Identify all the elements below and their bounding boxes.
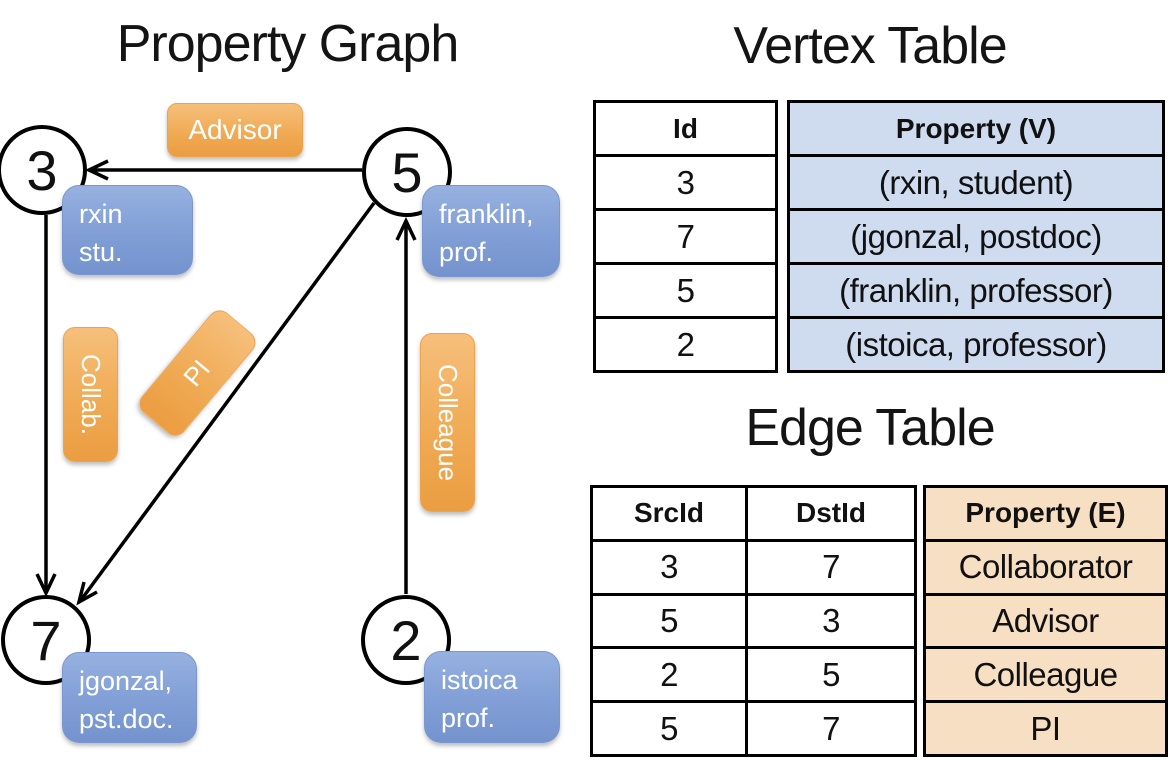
- node-7-id: 7: [30, 608, 62, 672]
- vertex-table-row-property: (franklin, professor): [790, 262, 1162, 316]
- node-3-id: 3: [26, 138, 58, 202]
- edge-table-cell-property: PI: [926, 700, 1165, 754]
- graph-node-2: 2: [361, 595, 451, 685]
- vertex-table-row-id: 7: [596, 208, 775, 262]
- vertex-table-header-id: Id: [673, 112, 698, 144]
- edge-table-title: Edge Table: [745, 399, 995, 457]
- edge-label-collab: Collab.: [63, 327, 118, 462]
- edge-table-header-srcid: SrcId: [593, 488, 748, 539]
- vertex-table-row-id: 5: [596, 262, 775, 316]
- vertex-label-istoica: istoica prof.: [424, 651, 560, 743]
- edge-label-pi-text: PI: [177, 353, 217, 392]
- edge-table-cell-dstid: 7: [822, 548, 840, 586]
- edge-table-cell-property: Collaborator: [926, 538, 1165, 593]
- vertex-label-rxin: rxin stu.: [62, 185, 193, 275]
- vertex-table-id-column: Id 3 7 5 2: [593, 100, 778, 373]
- property-graph-title: Property Graph: [116, 15, 460, 73]
- edge-5-7-line: [79, 201, 376, 602]
- vertex-table-title: Vertex Table: [733, 17, 1007, 75]
- vertex-table-property-column: Property (V) (rxin, student) (jgonzal, p…: [787, 100, 1165, 373]
- edge-table-cell-srcid: 3: [593, 541, 748, 593]
- node-5-id: 5: [391, 140, 423, 204]
- vertex-table-row-property: (jgonzal, postdoc): [790, 208, 1162, 262]
- graph-edges-layer: [35, 159, 417, 606]
- edge-table-header-property: Property (E): [965, 497, 1126, 529]
- edge-table-cell-dstid: 3: [822, 601, 840, 639]
- vertex-table-row-id: 2: [596, 316, 775, 370]
- vertex-label-rxin-line2: stu.: [79, 237, 123, 267]
- edge-5-7-arrowhead-icon: [76, 581, 98, 606]
- vertex-label-franklin-line2: prof.: [439, 237, 494, 267]
- edge-table-src-dst-columns: SrcId DstId 3 7 5 3 2 5 5 7: [590, 485, 917, 757]
- edge-label-advisor: Advisor: [167, 103, 303, 157]
- edge-label-colleague: Colleague: [420, 333, 475, 512]
- edge-table-row: 3 7: [593, 538, 914, 593]
- vertex-label-jgonzal-line2: pst.doc.: [79, 704, 174, 734]
- edge-3-7-arrowhead-icon: [35, 573, 57, 598]
- vertex-table-header-property: Property (V): [895, 112, 1057, 144]
- edge-table-row: 5 3: [593, 592, 914, 647]
- edge-table-cell-srcid: 5: [593, 595, 748, 647]
- edge-table-cell-srcid: 5: [593, 703, 748, 754]
- edge-table-cell-property: Advisor: [926, 592, 1165, 647]
- edge-table-row: 2 5: [593, 646, 914, 701]
- edge-table-cell-srcid: 2: [593, 649, 748, 701]
- edge-label-advisor-text: Advisor: [188, 114, 282, 145]
- vertex-label-rxin-line1: rxin: [79, 199, 123, 229]
- edge-2-5-arrowhead-icon: [395, 216, 417, 241]
- edge-table-cell-dstid: 5: [822, 655, 840, 693]
- vertex-table-row-property: (istoica, professor): [790, 316, 1162, 370]
- vertex-label-franklin: franklin, prof.: [422, 185, 560, 277]
- edge-table-row: 5 7: [593, 700, 914, 754]
- edge-table-header-row: SrcId DstId: [593, 488, 914, 539]
- vertex-table-row-property: (rxin, student): [790, 154, 1162, 208]
- vertex-label-franklin-line1: franklin,: [439, 199, 534, 229]
- vertex-table-row-id: 3: [596, 154, 775, 208]
- edge-table-property-column: Property (E) Collaborator Advisor Collea…: [923, 485, 1168, 757]
- vertex-label-istoica-line2: prof.: [441, 703, 496, 733]
- edge-label-collab-text: Collab.: [76, 354, 106, 435]
- edge-label-colleague-text: Colleague: [433, 363, 463, 482]
- edge-table-cell-property: Colleague: [926, 646, 1165, 700]
- edge-table-header-dstid: DstId: [796, 497, 866, 529]
- vertex-label-jgonzal-line1: jgonzal,: [79, 666, 173, 696]
- edge-table-cell-dstid: 7: [822, 709, 840, 747]
- edge-5-3-arrowhead-icon: [84, 159, 109, 181]
- vertex-label-jgonzal: jgonzal, pst.doc.: [62, 652, 197, 743]
- node-2-id: 2: [390, 608, 422, 672]
- vertex-label-istoica-line1: istoica: [441, 665, 518, 695]
